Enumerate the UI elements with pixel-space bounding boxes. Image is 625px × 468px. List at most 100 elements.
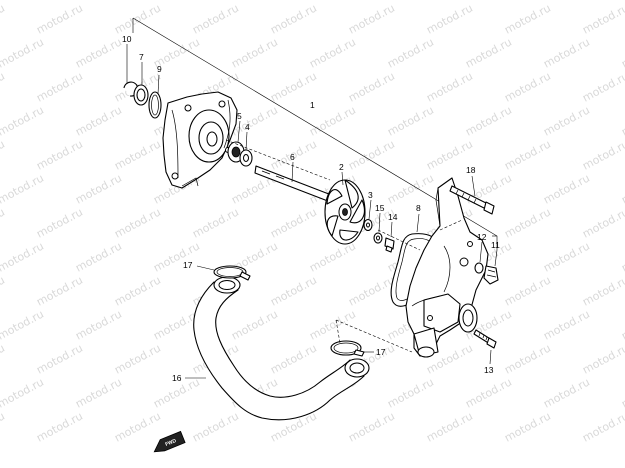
callout-2: 2: [339, 162, 344, 172]
watermark-text: motod.ru: [541, 103, 592, 138]
watermark-text: motod.ru: [0, 171, 46, 206]
watermark-text: motod.ru: [580, 341, 625, 376]
watermark-text: motod.ru: [385, 35, 436, 70]
watermark-text: motod.ru: [619, 103, 625, 138]
watermark-text: motod.ru: [73, 35, 124, 70]
callout-labels: 10 7 9 1 5 4 6 2 18 3 15 8 14 12 11 17 1…: [122, 34, 500, 383]
watermark-text: motod.ru: [112, 341, 163, 376]
bolt-part-11: [483, 249, 499, 285]
watermark-text: motod.ru: [580, 205, 625, 240]
watermark-text: motod.ru: [34, 1, 85, 36]
watermark-text: motod.ru: [190, 205, 241, 240]
watermark-text: motod.ru: [73, 103, 124, 138]
watermark-text: motod.ru: [424, 69, 475, 104]
watermark-text: motod.ru: [580, 273, 625, 308]
watermark-text: motod.ru: [34, 409, 85, 444]
watermark-text: motod.ru: [112, 205, 163, 240]
callout-4: 4: [245, 122, 250, 132]
watermark-text: motod.ru: [229, 0, 280, 3]
callout-10: 10: [122, 34, 132, 44]
watermark-text: motod.ru: [385, 0, 436, 3]
watermark-text: motod.ru: [541, 239, 592, 274]
watermark-text: motod.ru: [541, 375, 592, 410]
watermark-text: motod.ru: [619, 307, 625, 342]
watermark-text: motod.ru: [190, 1, 241, 36]
watermark-text: motod.ru: [580, 137, 625, 172]
callout-13: 13: [484, 365, 494, 375]
watermark-text: motod.ru: [0, 69, 7, 104]
watermark-text: motod.ru: [619, 35, 625, 70]
callout-14: 14: [388, 212, 398, 222]
watermark-text: motod.ru: [307, 307, 358, 342]
watermark-text: motod.ru: [112, 273, 163, 308]
watermark-text: motod.ru: [385, 171, 436, 206]
watermark-text: motod.ru: [346, 69, 397, 104]
watermark-text: motod.ru: [307, 239, 358, 274]
callout-16: 16: [172, 373, 182, 383]
watermark-text: motod.ru: [0, 307, 46, 342]
watermark-text: motod.ru: [307, 35, 358, 70]
watermark-text: motod.ru: [346, 409, 397, 444]
watermark-text: motod.ru: [0, 239, 46, 274]
watermark-text: motod.ru: [0, 0, 46, 3]
watermark-text: motod.ru: [502, 341, 553, 376]
watermark-text: motod.ru: [112, 409, 163, 444]
watermark-text: motod.ru: [151, 239, 202, 274]
watermark-text: motod.ru: [229, 307, 280, 342]
watermark-text: motod.ru: [0, 103, 46, 138]
washer-part-15: [373, 212, 383, 244]
watermark-text: motod.ru: [0, 205, 7, 240]
callout-11: 11: [491, 240, 500, 250]
callout-5: 5: [237, 111, 242, 121]
watermark-text: motod.ru: [0, 409, 7, 444]
watermark-text: motod.ru: [151, 0, 202, 3]
watermark-text: motod.ru: [307, 103, 358, 138]
seal-part-7: [133, 62, 149, 106]
watermark-text: motod.ru: [0, 35, 46, 70]
watermark-text: motod.ru: [0, 273, 7, 308]
watermark-text: motod.ru: [463, 35, 514, 70]
watermark-text: motod.ru: [463, 0, 514, 3]
watermark-text: motod.ru: [268, 341, 319, 376]
callout-18: 18: [466, 165, 476, 175]
fwd-badge-text: FWD: [164, 438, 177, 448]
watermark-text: motod.ru: [502, 137, 553, 172]
callout-3: 3: [368, 190, 373, 200]
callout-9: 9: [157, 64, 162, 74]
watermark-text: motod.ru: [541, 171, 592, 206]
watermark-text: motod.ru: [73, 375, 124, 410]
forward-direction-badge: FWD: [153, 430, 186, 453]
watermark-text: motod.ru: [502, 409, 553, 444]
callout-12: 12: [477, 232, 487, 242]
callout-8: 8: [416, 203, 421, 213]
watermark-text: motod.ru: [229, 35, 280, 70]
watermark-text: motod.ru: [580, 409, 625, 444]
watermark-text: motod.ru: [73, 0, 124, 3]
callout-17-lower: 17: [376, 347, 386, 357]
watermark-text: motod.ru: [619, 171, 625, 206]
watermark-text: motod.ru: [190, 409, 241, 444]
watermark-text: motod.ru: [619, 375, 625, 410]
watermark-text: motod.ru: [268, 273, 319, 308]
callout-17-upper: 17: [183, 260, 193, 270]
watermark-text: motod.ru: [346, 273, 397, 308]
watermark-text: motod.ru: [34, 341, 85, 376]
watermark-text: motod.ru: [268, 205, 319, 240]
bolt-part-13: [473, 329, 497, 365]
watermark-text: motod.ru: [0, 375, 46, 410]
watermark-text: motod.ru: [619, 239, 625, 274]
watermark-text: motod.ru: [541, 35, 592, 70]
watermark-text: motod.ru: [0, 341, 7, 376]
watermark-text: motod.ru: [463, 103, 514, 138]
clamp-part-17-lower: [330, 340, 374, 357]
watermark-text: motod.ru: [385, 103, 436, 138]
watermark-text: motod.ru: [580, 1, 625, 36]
watermark-text: motod.ru: [346, 137, 397, 172]
watermark-text: motod.ru: [73, 171, 124, 206]
watermark-text: motod.ru: [34, 273, 85, 308]
assembly-bracket: [132, 17, 498, 250]
hose-part-16: [185, 276, 370, 421]
watermark-text: motod.ru: [268, 1, 319, 36]
watermark-text: motod.ru: [34, 69, 85, 104]
